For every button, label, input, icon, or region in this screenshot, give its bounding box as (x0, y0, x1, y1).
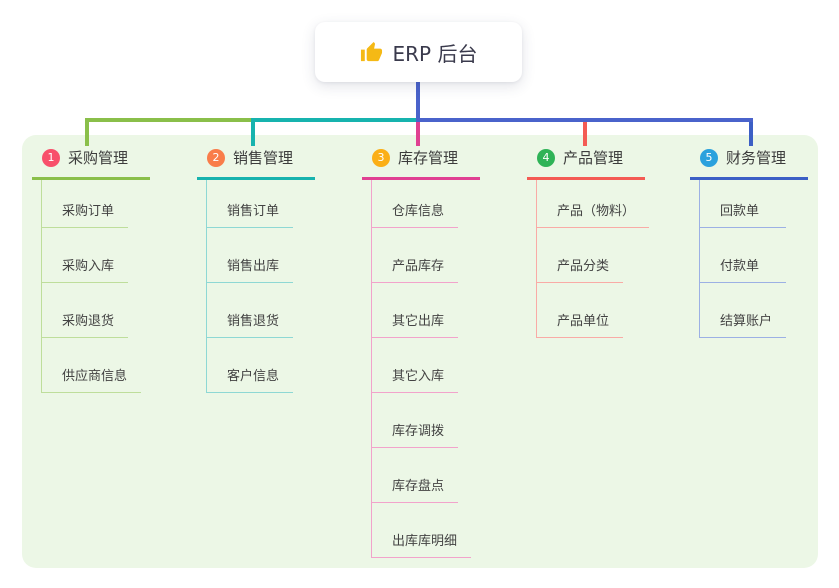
leaf-node[interactable]: 库存盘点 (372, 448, 459, 503)
leaf-node[interactable]: 采购订单 (42, 180, 129, 228)
branch-drop-line (416, 120, 420, 146)
leaf-node[interactable]: 产品（物料） (537, 180, 650, 228)
leaf-node[interactable]: 采购入库 (42, 228, 129, 283)
branch-node[interactable]: 3 库存管理 (362, 147, 480, 180)
root-connector-line (416, 82, 420, 120)
branch-number-badge: 4 (537, 148, 555, 167)
root-node-label: ERP 后台 (392, 41, 478, 66)
branch-node[interactable]: 4 产品管理 (527, 147, 645, 180)
branch-drop-line (251, 120, 255, 146)
branches-panel (22, 135, 818, 568)
branch-node[interactable]: 5 财务管理 (690, 147, 808, 180)
branch-leaf-list: 仓库信息产品库存其它出库其它入库库存调拨库存盘点出库库明细 (371, 180, 472, 558)
branch: 3 库存管理 仓库信息产品库存其它出库其它入库库存调拨库存盘点出库库明细 (362, 147, 480, 558)
branch-number-badge: 3 (372, 148, 390, 167)
branch-number-badge: 5 (700, 148, 718, 167)
branch-leaf-list: 产品（物料）产品分类产品单位 (536, 180, 650, 338)
leaf-node[interactable]: 销售订单 (207, 180, 294, 228)
branch-leaf-list: 回款单付款单结算账户 (699, 180, 787, 338)
branch: 2 销售管理 销售订单销售出库销售退货客户信息 (197, 147, 315, 393)
branch-drop-line (583, 120, 587, 146)
branch-drop-line (749, 120, 753, 146)
branch-node-label: 财务管理 (726, 149, 787, 167)
leaf-node[interactable]: 销售出库 (207, 228, 294, 283)
bus-segment (416, 118, 753, 122)
leaf-node[interactable]: 库存调拨 (372, 393, 459, 448)
branch: 4 产品管理 产品（物料）产品分类产品单位 (527, 147, 650, 338)
branch-leaf-list: 销售订单销售出库销售退货客户信息 (206, 180, 294, 393)
leaf-node[interactable]: 产品库存 (372, 228, 459, 283)
branch-number-badge: 2 (207, 148, 225, 167)
bus-segment (85, 118, 253, 122)
branch-node-label: 库存管理 (398, 149, 459, 167)
branch-node-label: 销售管理 (233, 149, 294, 167)
branch: 1 采购管理 采购订单采购入库采购退货供应商信息 (32, 147, 150, 393)
bus-segment (251, 118, 416, 122)
leaf-node[interactable]: 采购退货 (42, 283, 129, 338)
leaf-node[interactable]: 结算账户 (700, 283, 787, 338)
leaf-node[interactable]: 销售退货 (207, 283, 294, 338)
branch-node[interactable]: 1 采购管理 (32, 147, 150, 180)
leaf-node[interactable]: 产品单位 (537, 283, 624, 338)
leaf-node[interactable]: 回款单 (700, 180, 786, 228)
leaf-node[interactable]: 付款单 (700, 228, 786, 283)
thumbs-up-icon (360, 41, 382, 61)
root-node[interactable]: ERP 后台 (315, 22, 522, 82)
leaf-node[interactable]: 其它出库 (372, 283, 459, 338)
leaf-node[interactable]: 仓库信息 (372, 180, 459, 228)
branch: 5 财务管理 回款单付款单结算账户 (690, 147, 808, 338)
branch-node-label: 产品管理 (563, 149, 624, 167)
branch-node-label: 采购管理 (68, 149, 129, 167)
leaf-node[interactable]: 出库库明细 (372, 503, 472, 558)
leaf-node[interactable]: 客户信息 (207, 338, 294, 393)
branch-leaf-list: 采购订单采购入库采购退货供应商信息 (41, 180, 142, 393)
branch-node[interactable]: 2 销售管理 (197, 147, 315, 180)
leaf-node[interactable]: 产品分类 (537, 228, 624, 283)
branch-number-badge: 1 (42, 148, 60, 167)
leaf-node[interactable]: 其它入库 (372, 338, 459, 393)
branch-drop-line (85, 120, 89, 146)
leaf-node[interactable]: 供应商信息 (42, 338, 142, 393)
